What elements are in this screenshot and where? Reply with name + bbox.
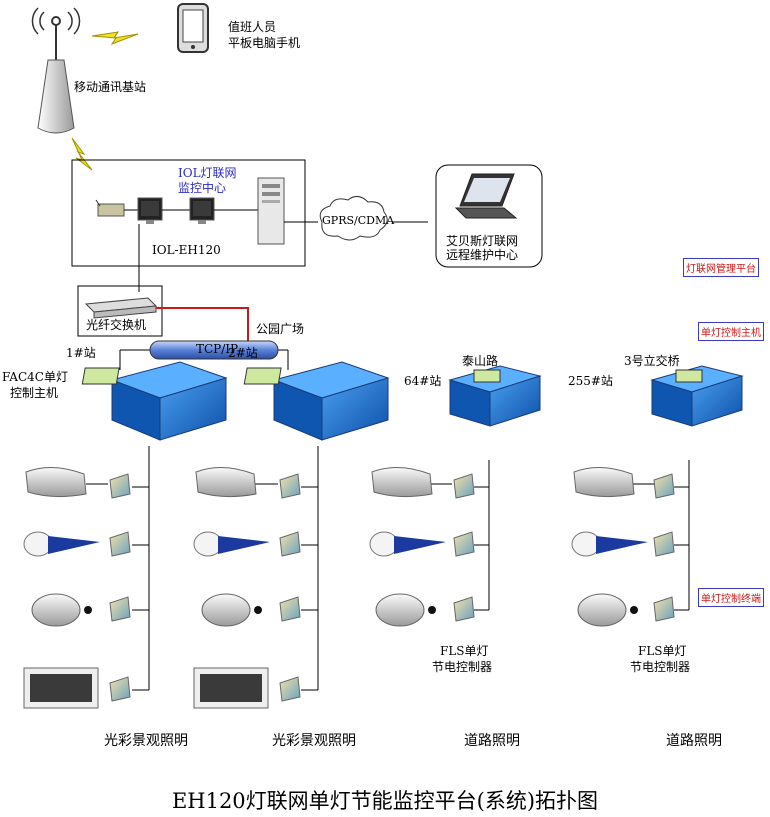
host-tag: 单灯控制主机: [698, 322, 764, 341]
gprs-modem-icon: [95, 199, 125, 217]
single-lamp-terminal-icon: [109, 473, 675, 702]
road-host-controller-icon: [448, 365, 542, 427]
station-64-label: 64#站: [404, 374, 442, 388]
fiber-switch-icon: [84, 297, 158, 319]
device-label: IOL-EH120: [152, 243, 221, 257]
monitor-computer-icon: [189, 197, 215, 224]
station-1-label: 1#站: [66, 346, 96, 360]
fls-label-1b: FLS单灯: [638, 644, 687, 658]
tcp-ip-label: TCP/IP: [196, 342, 239, 356]
fac4c-host-controller-icon: [243, 361, 390, 441]
cobra-head-lamp-icon: [23, 531, 648, 557]
park-label: 公园广场: [256, 322, 305, 336]
road-host-controller-icon: [650, 365, 744, 427]
globe-lamp-icon: [31, 593, 638, 627]
duty-staff-label: 值班人员: [228, 20, 277, 34]
monitor-center-title-1: IOL灯联网: [178, 166, 237, 180]
fls-label-2b: 节电控制器: [630, 660, 691, 674]
switch-label: 光纤交换机: [86, 318, 147, 332]
road-taishan-label: 泰山路: [462, 354, 499, 368]
group-label-2: 光彩景观照明: [272, 733, 356, 749]
wireless-signal-icon: [71, 137, 93, 171]
fls-label-2a: 节电控制器: [432, 660, 493, 674]
fls-label-1a: FLS单灯: [440, 644, 489, 658]
server-tower-icon: [257, 177, 285, 245]
floodlight-icon: [23, 667, 269, 709]
group-label-4: 道路照明: [666, 733, 722, 749]
remote-center-label-2: 远程维护中心: [446, 248, 519, 262]
monitor-center-title-2: 监控中心: [178, 181, 227, 195]
diagram-title: EH120灯联网单灯节能监控平台(系统)拓扑图: [171, 789, 599, 813]
road-bridge-label: 3号立交桥: [624, 354, 680, 368]
host-label-2: 控制主机: [10, 386, 59, 400]
remote-center-label-1: 艾贝斯灯联网: [446, 234, 519, 248]
tcp-ip-bus-icon: [149, 340, 279, 360]
group-label-1: 光彩景观照明: [104, 733, 188, 749]
tablet-phone-label: 平板电脑手机: [228, 36, 301, 50]
terminal-tag: 单灯控制终端: [698, 588, 764, 607]
station-255-label: 255#站: [568, 374, 613, 388]
network-cloud-icon: [319, 196, 388, 241]
group-label-3: 道路照明: [464, 733, 520, 749]
platform-tag: 灯联网管理平台: [683, 258, 759, 277]
base-station-icon: [31, 7, 81, 134]
server-computer-icon: [137, 197, 163, 224]
wireless-signal-icon: [91, 31, 139, 46]
street-lamp-icon: [25, 467, 635, 498]
host-label-1: FAC4C单灯: [2, 370, 68, 384]
tablet-phone-icon: [177, 3, 209, 53]
network-label: GPRS/CDMA: [322, 214, 395, 227]
fac4c-host-controller-icon: [81, 361, 228, 441]
laptop-icon: [454, 173, 518, 219]
base-station-label: 移动通讯基站: [74, 80, 147, 94]
station-2-label: 2#站: [228, 346, 258, 360]
